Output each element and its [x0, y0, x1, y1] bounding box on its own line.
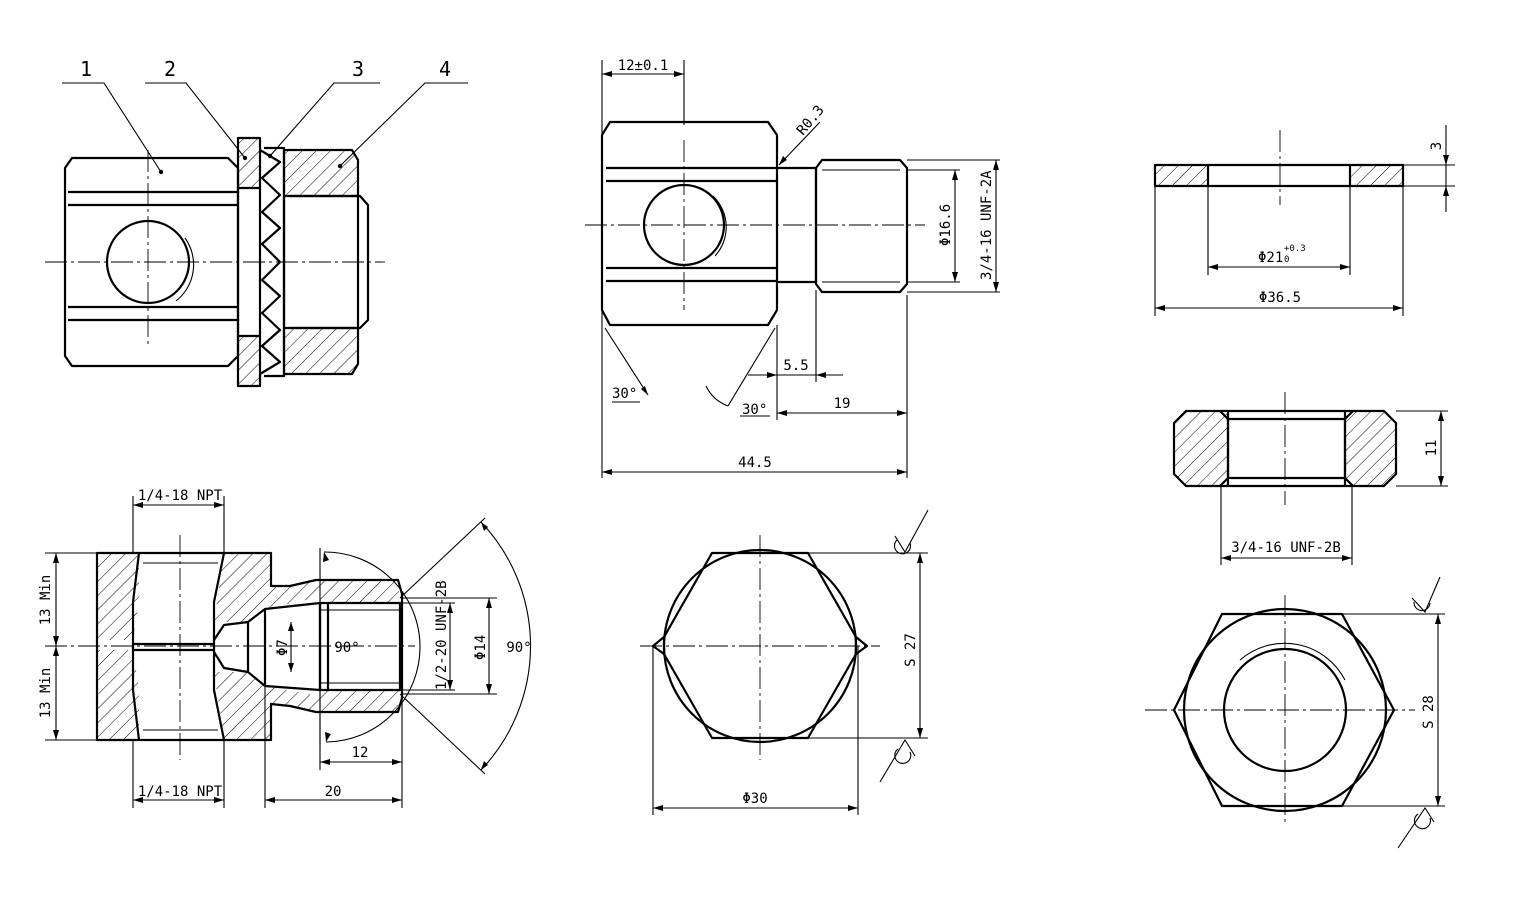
- dim-r03: R0.3: [794, 102, 828, 138]
- balloon-4: 4: [439, 57, 451, 81]
- dim-washer-inner-dia: Φ21: [1258, 250, 1283, 266]
- dim-chamfer-left: 30°: [612, 386, 637, 402]
- dim-5-5: 5.5: [783, 358, 808, 374]
- dim-dia-16-6: Φ16.6: [938, 204, 954, 246]
- dim-washer-tol-upper: +0.3: [1284, 244, 1306, 254]
- balloon-2: 2: [164, 57, 176, 81]
- dim-washer-outer-dia: Φ36.5: [1259, 290, 1301, 306]
- dim-angle-outer: 90°: [506, 640, 531, 656]
- dim-angle-inner: 90°: [334, 640, 359, 656]
- dim-13-min-bottom: 13 Min: [38, 668, 54, 719]
- dim-washer-thickness: 3: [1429, 142, 1445, 150]
- part-4-nut: [282, 148, 370, 376]
- dim-npt-top: 1/4-18 NPT: [138, 488, 223, 504]
- dim-dia-7: Φ7: [275, 639, 291, 656]
- hex-body-end-view: S 27 Φ30: [640, 509, 929, 815]
- body-section-view: 1/4-18 NPT 1/4-18 NPT 13 Min 13 Min Φ7 9…: [38, 488, 532, 808]
- dim-thread-unf-2a: 3/4-16 UNF-2A: [979, 170, 995, 280]
- assembly-view: 1 2 3 4: [45, 57, 468, 388]
- dim-dia-14: Φ14: [473, 635, 489, 660]
- dim-19: 19: [834, 396, 851, 412]
- dim-chamfer-right: 30°: [742, 402, 767, 418]
- washer-view: 3 Φ21 +0.3 0 Φ36.5: [1153, 125, 1455, 316]
- part-2-washer: [236, 136, 262, 388]
- nut-section-view: 11 3/4-16 UNF-2B: [1172, 392, 1448, 565]
- dim-hex-flats-27: S 27: [903, 633, 919, 667]
- dim-12: 12±0.1: [618, 58, 669, 74]
- dim-20: 20: [325, 784, 342, 800]
- nut-end-view: S 28: [1145, 576, 1445, 849]
- balloon-3: 3: [352, 57, 364, 81]
- dim-nut-flats-28: S 28: [1421, 695, 1437, 729]
- dim-44-5: 44.5: [738, 455, 772, 471]
- dim-hex-dia-30: Φ30: [742, 791, 767, 807]
- dim-thread-unf-2b: 1/2-20 UNF-2B: [434, 580, 450, 690]
- dim-washer-tol-lower: 0: [1284, 255, 1289, 265]
- body-side-view: 12±0.1 R0.3 Φ16.6 3/4-16 UNF-2A 30° 30° …: [585, 58, 1000, 478]
- dim-12-thread-depth: 12: [352, 745, 369, 761]
- balloon-leaders: [62, 82, 468, 175]
- dim-13-min-top: 13 Min: [38, 575, 54, 626]
- dim-nut-height: 11: [1424, 440, 1440, 457]
- dim-nut-thread: 3/4-16 UNF-2B: [1231, 540, 1341, 556]
- balloon-1: 1: [80, 57, 92, 81]
- dim-npt-bottom: 1/4-18 NPT: [138, 784, 223, 800]
